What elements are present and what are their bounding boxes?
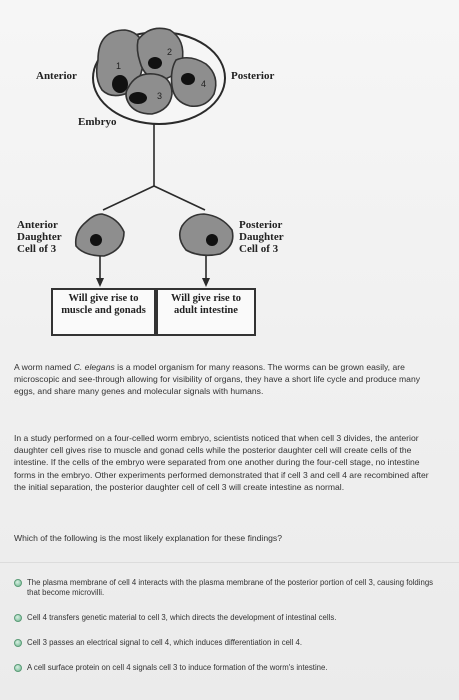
nucleus-3 [129, 92, 147, 104]
intro-text-start: A worm named [14, 362, 74, 372]
nucleus-1 [112, 75, 128, 93]
anterior-daughter-nucleus [90, 234, 102, 246]
answer-option-4[interactable]: A cell surface protein on cell 4 signals… [14, 663, 439, 673]
study-paragraph: In a study performed on a four-celled wo… [14, 433, 429, 492]
species-name: C. elegans [73, 362, 115, 372]
option-text: Cell 4 transfers genetic material to cel… [27, 613, 337, 622]
posterior-daughter-label: Posterior Daughter Cell of 3 [239, 219, 284, 255]
arrow-right-head [202, 278, 210, 287]
radio-button-icon[interactable] [14, 664, 22, 672]
cell-number-1: 1 [116, 61, 122, 71]
embryo-label: Embryo [78, 116, 117, 128]
cell-number-4: 4 [201, 79, 207, 89]
intestine-box: Will give rise to adult intestine [156, 288, 256, 336]
cell-number-3: 3 [157, 91, 163, 101]
radio-button-icon[interactable] [14, 579, 22, 587]
posterior-label: Posterior [231, 70, 275, 82]
option-text: Cell 3 passes an electrical signal to ce… [27, 638, 303, 647]
answer-option-3[interactable]: Cell 3 passes an electrical signal to ce… [14, 638, 439, 648]
arrow-left-head [96, 278, 104, 287]
intro-paragraph: A worm named C. elegans is a model organ… [14, 361, 434, 398]
nucleus-2 [148, 57, 162, 69]
nucleus-4 [181, 73, 195, 85]
embryo-diagram [74, 27, 234, 287]
question-text: Which of the following is the most likel… [14, 533, 282, 543]
anterior-daughter-label: Anterior Daughter Cell of 3 [17, 219, 62, 255]
answer-option-2[interactable]: Cell 4 transfers genetic material to cel… [14, 613, 439, 623]
intro-text-end: is a model organism for many reasons. Th… [14, 362, 421, 397]
radio-button-icon[interactable] [14, 639, 22, 647]
branch-left [102, 185, 155, 211]
anterior-daughter-cell [74, 213, 125, 257]
radio-button-icon[interactable] [14, 614, 22, 622]
cell-number-2: 2 [167, 47, 173, 57]
option-text: A cell surface protein on cell 4 signals… [27, 663, 328, 672]
anterior-label: Anterior [36, 70, 77, 82]
answer-option-1[interactable]: The plasma membrane of cell 4 interacts … [14, 578, 439, 598]
divider [0, 562, 459, 563]
option-text: The plasma membrane of cell 4 interacts … [27, 578, 434, 597]
branch-right [153, 185, 206, 211]
posterior-daughter-cell [178, 213, 234, 257]
muscle-gonads-box: Will give rise to muscle and gonads [51, 288, 156, 336]
posterior-daughter-nucleus [206, 234, 218, 246]
